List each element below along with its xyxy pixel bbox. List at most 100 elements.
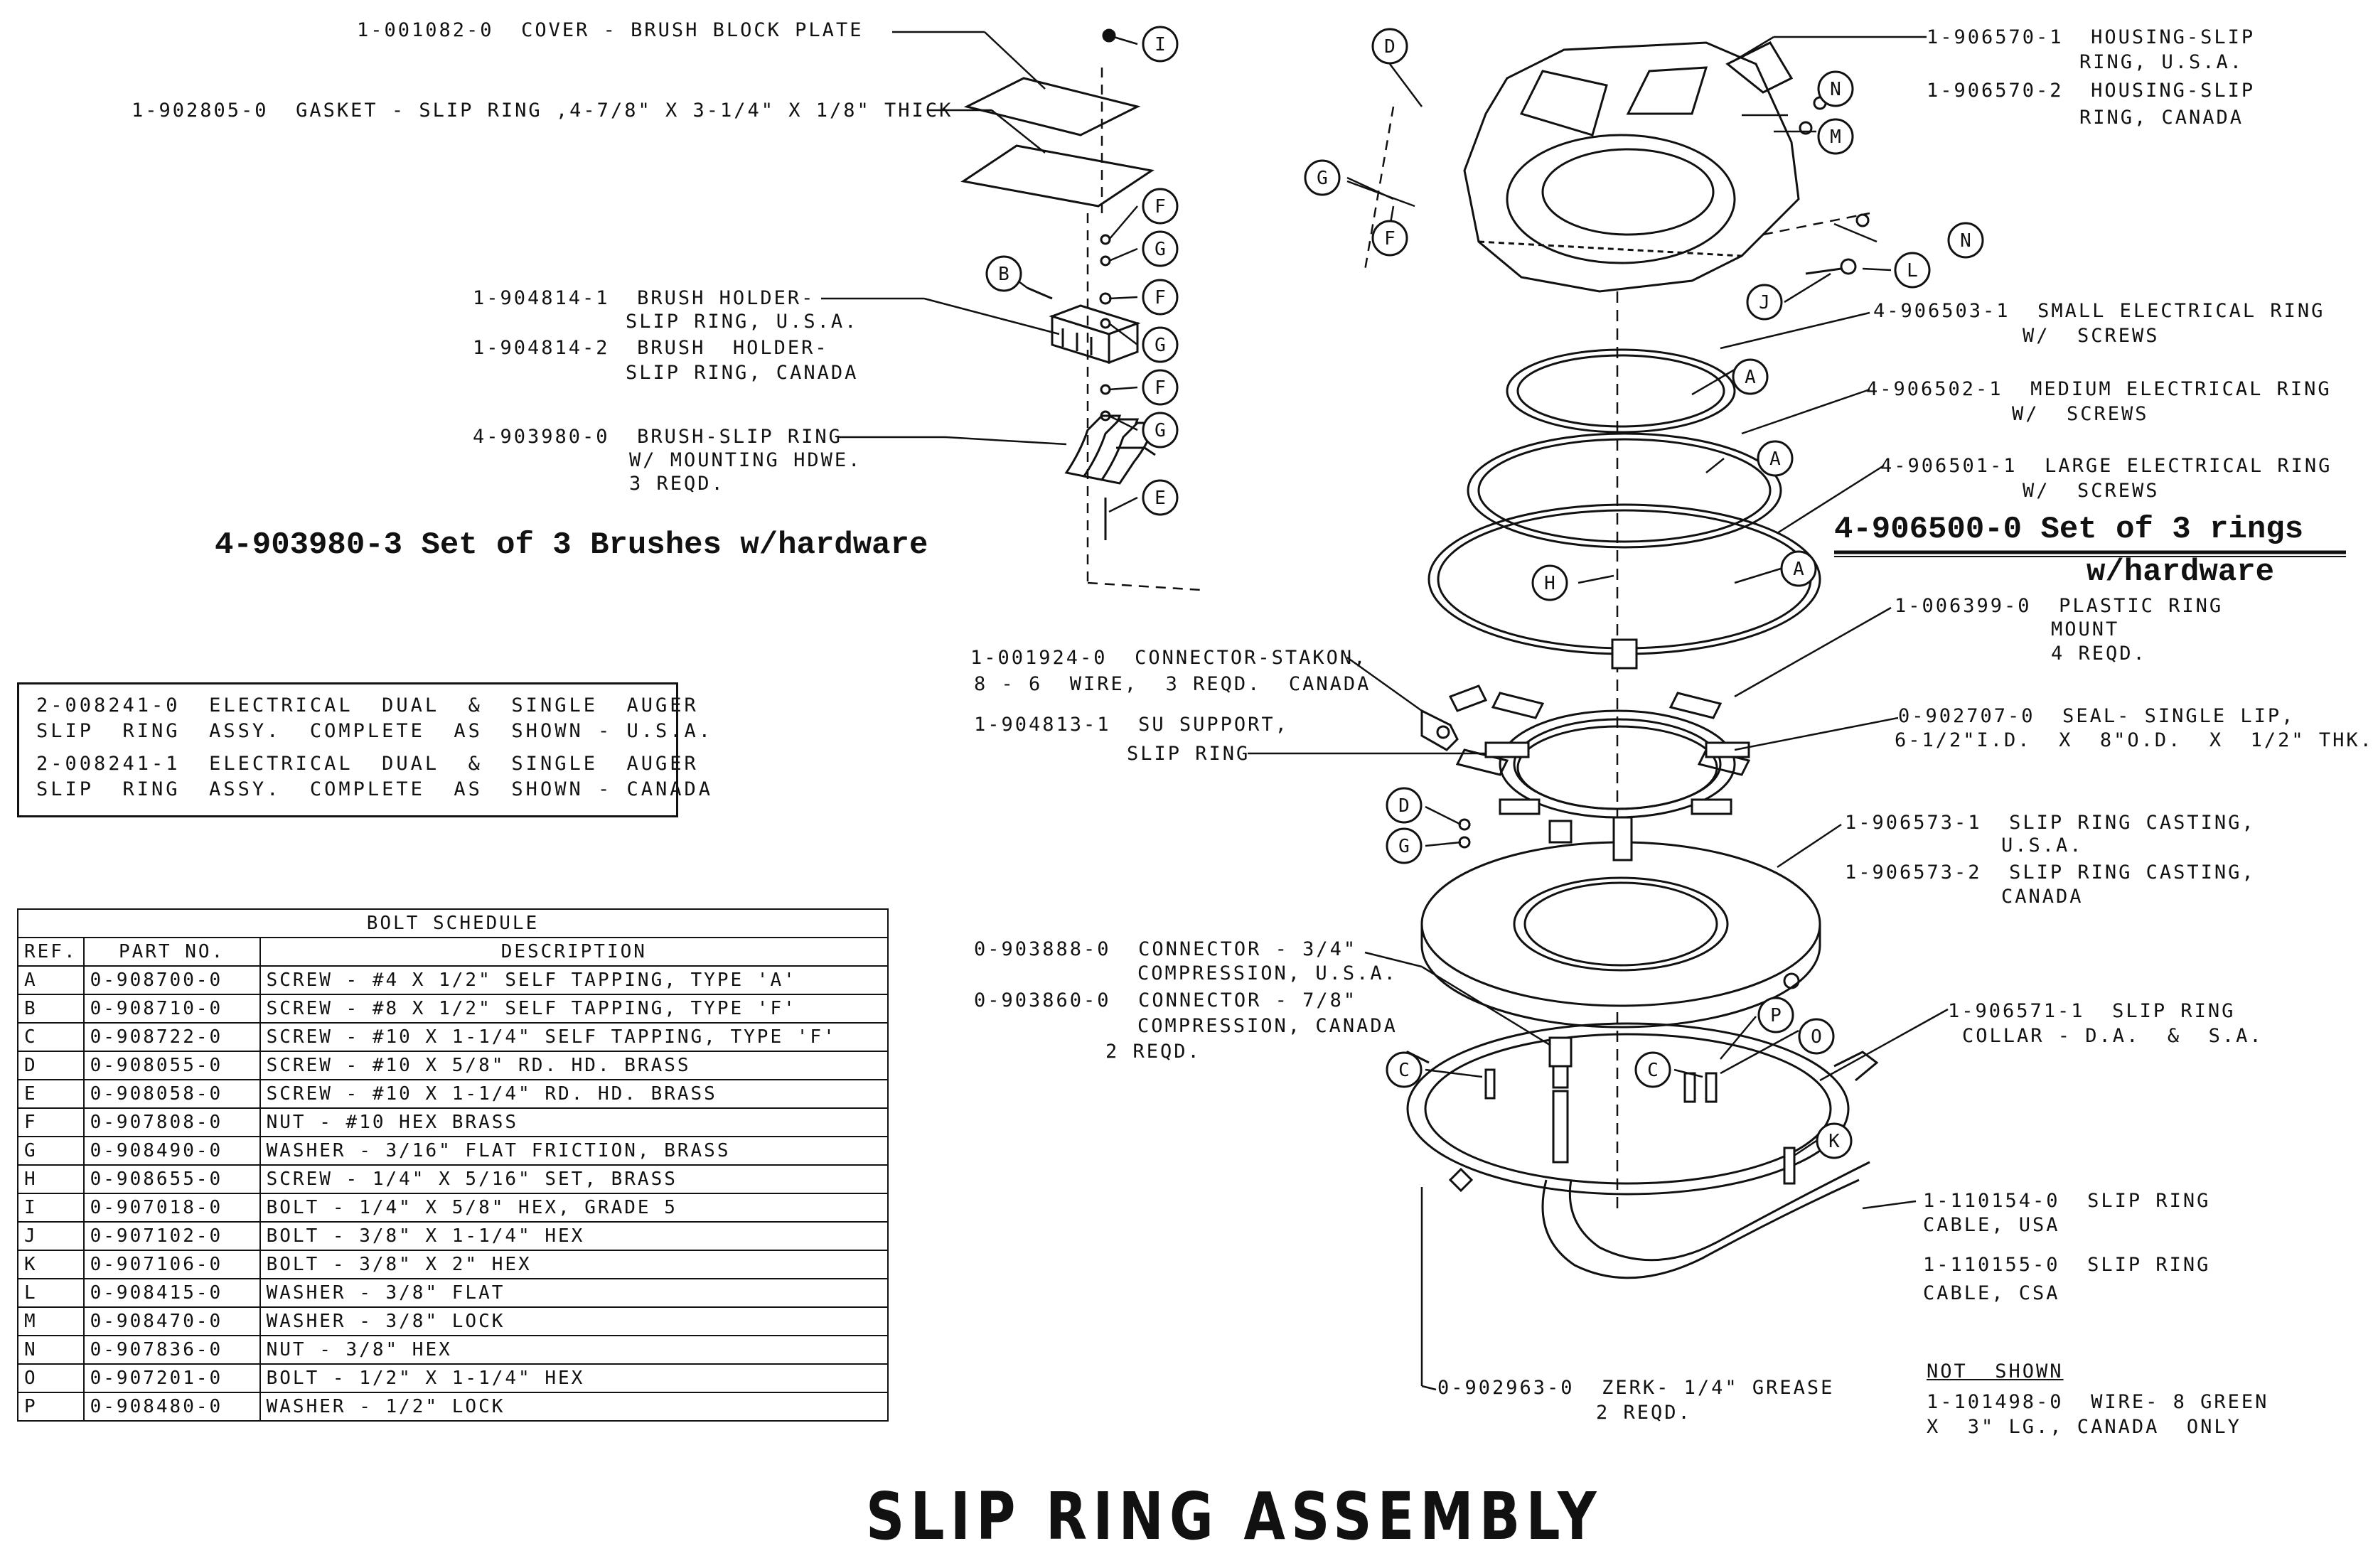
svg-text:G: G: [1155, 239, 1166, 260]
callout-n2: [1947, 222, 1984, 259]
collar-part: [1391, 1022, 1879, 1196]
page-title: SLIP RING ASSEMBLY: [866, 1478, 1602, 1554]
label-housing-2: 1-906570-2 HOUSING-SLIP: [1927, 80, 2256, 102]
cell-description: SCREW - 1/4" X 5/16" SET, BRASS: [259, 1164, 889, 1194]
callout-circles: [985, 26, 1984, 1159]
label-large-ring: 4-906501-1 LARGE ELECTRICAL RING: [1880, 455, 2332, 477]
label-wire-b: X 3" LG., CANADA ONLY: [1927, 1416, 2241, 1438]
label-connector-78b: COMPRESSION, CANADA: [1137, 1015, 1398, 1037]
label-connector-34: 0-903888-0 CONNECTOR - 3/4": [974, 938, 1358, 960]
label-housing-1b: RING, U.S.A.: [2079, 51, 2244, 73]
label-brush-3: 3 REQD.: [629, 473, 725, 495]
callout-k: [1816, 1122, 1853, 1159]
label-housing-1: 1-906570-1 HOUSING-SLIP: [1927, 26, 2256, 48]
cell-part-no: 0-908710-0: [82, 994, 261, 1024]
cell-ref: B: [17, 994, 85, 1024]
cell-description: BOLT - 3/8" X 1-1/4" HEX: [259, 1221, 889, 1251]
label-seal: 0-902707-0 SEAL- SINGLE LIP,: [1898, 705, 2296, 727]
svg-text:A: A: [1769, 449, 1781, 470]
cell-part-no: 0-907018-0: [82, 1193, 261, 1223]
cell-description: NUT - 3/8" HEX: [259, 1335, 889, 1365]
callout-f4: [1371, 220, 1408, 257]
cell-part-no: 0-907836-0: [82, 1335, 261, 1365]
cell-ref: C: [17, 1022, 85, 1052]
callout-l: [1894, 252, 1931, 289]
callout-m: [1817, 118, 1854, 155]
label-zerk: 0-902963-0 ZERK- 1/4" GREASE: [1437, 1377, 1835, 1399]
cell-description: SCREW - #8 X 1/2" SELF TAPPING, TYPE 'F': [259, 994, 889, 1024]
callout-i: [1142, 26, 1179, 63]
col-header-part-no: PART NO.: [82, 937, 261, 967]
cell-ref: L: [17, 1278, 85, 1308]
cell-ref: F: [17, 1107, 85, 1137]
cell-part-no: 0-908415-0: [82, 1278, 261, 1308]
cell-description: BOLT - 1/2" X 1-1/4" HEX: [259, 1363, 889, 1393]
label-gasket: 1-902805-0 GASKET - SLIP RING ,4-7/8" X …: [132, 100, 953, 122]
svg-text:F: F: [1155, 196, 1166, 218]
svg-text:P: P: [1770, 1005, 1782, 1026]
label-cover: 1-001082-0 COVER - BRUSH BLOCK PLATE: [357, 19, 864, 41]
svg-text:F: F: [1155, 377, 1166, 399]
callout-e: [1142, 479, 1179, 516]
su-support-part: [1484, 741, 1750, 844]
svg-text:J: J: [1759, 292, 1770, 313]
callout-o: [1798, 1018, 1835, 1055]
cell-part-no: 0-908722-0: [82, 1022, 261, 1052]
label-collar-b: COLLAR - D.A. & S.A.: [1962, 1025, 2264, 1047]
bolt-schedule-title: BOLT SCHEDULE: [17, 908, 889, 938]
cell-part-no: 0-907106-0: [82, 1250, 261, 1279]
plastic-mount-part: [1448, 684, 1751, 776]
cell-description: SCREW - #10 X 5/8" RD. HD. BRASS: [259, 1051, 889, 1080]
label-brush-holder-2b: SLIP RING, CANADA: [626, 362, 859, 384]
svg-text:G: G: [1155, 420, 1166, 441]
label-large-ring-b: W/ SCREWS: [2023, 480, 2160, 502]
medium-ring-part: [1467, 432, 1782, 549]
svg-text:L: L: [1907, 260, 1918, 281]
seal-part: [1499, 709, 1736, 819]
brush-part: [1064, 414, 1157, 485]
svg-text:E: E: [1155, 488, 1166, 509]
cell-description: BOLT - 1/4" X 5/8" HEX, GRADE 5: [259, 1193, 889, 1223]
label-connector-78: 0-903860-0 CONNECTOR - 7/8": [974, 989, 1358, 1011]
cell-description: SCREW - #4 X 1/2" SELF TAPPING, TYPE 'A': [259, 965, 889, 995]
cell-description: WASHER - 3/8" LOCK: [259, 1306, 889, 1336]
svg-text:G: G: [1155, 335, 1166, 356]
label-cable-csa-b: CABLE, CSA: [1923, 1282, 2060, 1304]
label-casting-1: 1-906573-1 SLIP RING CASTING,: [1845, 812, 2256, 834]
svg-text:M: M: [1830, 127, 1841, 148]
brush-block-group: [960, 28, 1202, 591]
callout-a2: [1757, 440, 1794, 477]
brush-holder-part: [1049, 304, 1141, 365]
label-casting-2b: CANADA: [2001, 886, 2084, 908]
cell-ref: M: [17, 1306, 85, 1336]
callout-a1: [1732, 358, 1769, 395]
stakon-part: [1420, 709, 1459, 751]
svg-text:C: C: [1647, 1060, 1659, 1081]
label-not-shown: NOT SHOWN: [1927, 1360, 2064, 1382]
cell-part-no: 0-908700-0: [82, 965, 261, 995]
label-casting-2: 1-906573-2 SLIP RING CASTING,: [1845, 861, 2256, 884]
cell-part-no: 0-907102-0: [82, 1221, 261, 1251]
svg-text:B: B: [998, 264, 1009, 285]
svg-text:A: A: [1745, 367, 1756, 388]
label-set-rings-b: w/hardware: [2087, 554, 2275, 590]
label-brush-holder-1: 1-904814-1 BRUSH HOLDER-: [473, 287, 815, 309]
cell-ref: K: [17, 1250, 85, 1279]
svg-text:C: C: [1398, 1060, 1410, 1081]
label-medium-ring: 4-906502-1 MEDIUM ELECTRICAL RING: [1866, 378, 2332, 400]
svg-text:H: H: [1544, 573, 1555, 594]
callout-d2: [1386, 787, 1423, 824]
label-stakon-b: 8 - 6 WIRE, 3 REQD. CANADA: [974, 673, 1371, 695]
leader-lines: [821, 31, 1949, 1391]
svg-text:G: G: [1398, 836, 1410, 857]
callout-g1: [1142, 230, 1179, 267]
